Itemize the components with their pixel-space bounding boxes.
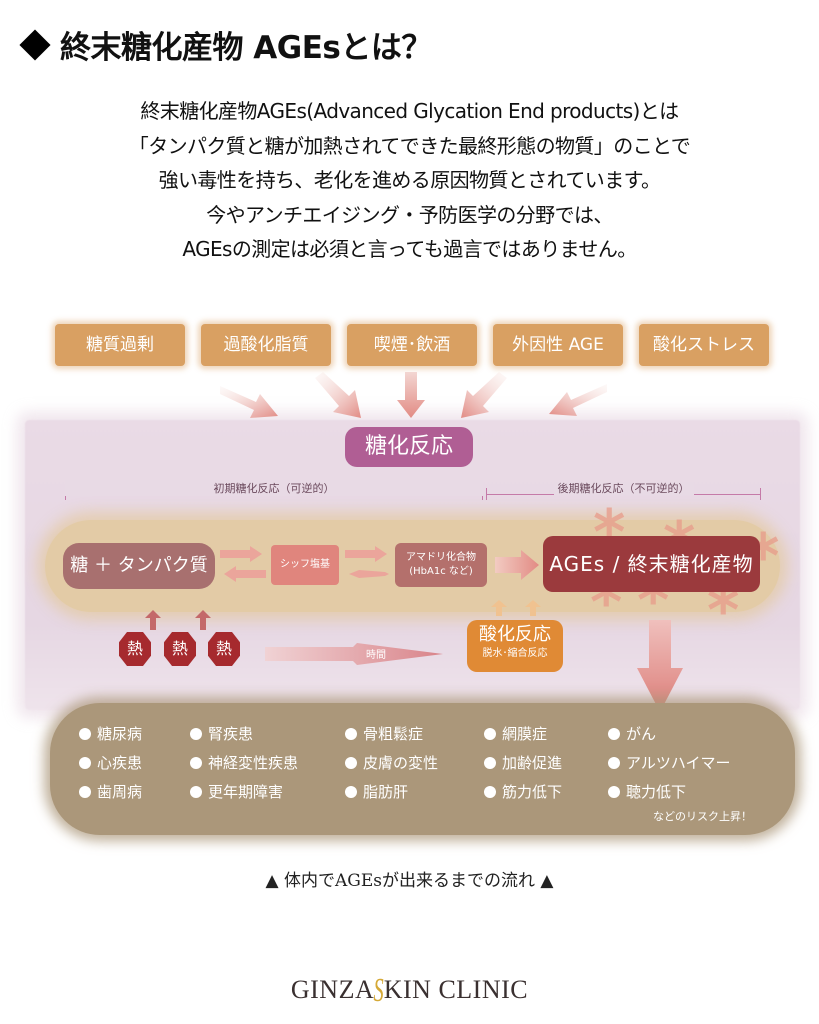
arrow-right-icon (495, 550, 539, 580)
intro-paragraph: 終末糖化産物AGEs(Advanced Glycation End produc… (0, 94, 819, 267)
risk-item: 歯周病 (79, 781, 142, 802)
page-title: 終末糖化産物 AGEsとは？ (20, 22, 432, 67)
risk-note: などのリスク上昇！ (653, 810, 752, 823)
oxidation-subtitle: 脱水･縮合反応 (482, 648, 548, 659)
time-label: 時間 (366, 650, 386, 661)
risk-item: 皮膚の変性 (345, 752, 438, 773)
bullet-icon (79, 727, 91, 740)
oxidation-title: 酸化反応 (479, 624, 551, 645)
diagram-caption: ▲ 体内でAGEsが出来るまでの流れ ▲ (265, 871, 554, 891)
intro-line: 強い毒性を持ち、老化を進める原因物質とされています。 (158, 168, 661, 192)
ages-node: AGEs / 終末糖化産物 (543, 536, 760, 592)
bullet-icon (484, 727, 496, 740)
heat-icon: 熱 (164, 632, 196, 666)
bullet-icon (345, 785, 357, 798)
intro-line: 今やアンチエイジング・予防医学の分野では、 (206, 202, 613, 227)
heat-icon: 熱 (119, 632, 151, 666)
bullet-icon (79, 756, 91, 769)
late-phase-label: 後期糖化反応（不可逆的） (553, 482, 694, 495)
bullet-icon (484, 785, 496, 798)
arrow-icon (549, 384, 607, 416)
risk-item: 神経変性疾患 (190, 752, 298, 773)
time-arrow-icon (265, 643, 443, 665)
arrow-up-icon (491, 600, 541, 616)
bullet-icon (190, 756, 202, 769)
source-sugar-excess: 糖質過剰 (55, 324, 185, 366)
intro-line: 「タンパク質と糖が加熱されてできた最終形態の物質」のことで (128, 133, 691, 158)
risk-item: 骨粗鬆症 (345, 723, 423, 744)
source-factors: 糖質過剰 過酸化脂質 喫煙･飲酒 外因性 AGE 酸化ストレス (55, 324, 775, 368)
risk-item: 聴力低下 (608, 781, 686, 802)
arrow-icon (461, 372, 507, 418)
risk-item: 脂肪肝 (345, 781, 408, 802)
amadori-line2: (HbA1c など) (409, 566, 473, 577)
phase-tick (760, 488, 761, 500)
arrow-up-icon (195, 610, 211, 630)
sugar-protein-node: 糖 ＋ タンパク質 (63, 543, 215, 589)
arrow-down-icon (637, 620, 683, 712)
bullet-icon (345, 727, 357, 740)
risk-item: アルツハイマー (608, 752, 731, 773)
risk-item: 加齢促進 (484, 752, 562, 773)
oxidation-reaction-node: 酸化反応 脱水･縮合反応 (467, 620, 563, 672)
amadori-line1: アマドリ化合物 (406, 552, 476, 563)
reversible-arrow-icon (345, 546, 389, 578)
bullet-icon (608, 756, 620, 769)
risk-item: がん (608, 723, 656, 744)
source-smoking-drinking: 喫煙･飲酒 (347, 324, 477, 366)
risk-item: 更年期障害 (190, 781, 283, 802)
intro-line: AGEsの測定は必須と言っても過言ではありません。 (182, 237, 637, 261)
diamond-icon (20, 30, 50, 60)
arrow-icon (220, 386, 278, 418)
bullet-icon (190, 785, 202, 798)
schiff-base-node: シッフ塩基 (271, 545, 339, 585)
arrow-up-icon (145, 610, 161, 630)
risk-item: 糖尿病 (79, 723, 142, 744)
risk-item: 網膜症 (484, 723, 547, 744)
ages-flow-diagram: 糖質過剰 過酸化脂質 喫煙･飲酒 外因性 AGE 酸化ストレス 糖化反応 初期糖… (25, 310, 800, 855)
bullet-icon (608, 785, 620, 798)
risk-item: 腎疾患 (190, 723, 253, 744)
bullet-icon (608, 727, 620, 740)
logo-s-mark: S (373, 972, 385, 1009)
logo-text-left: GINZA (290, 975, 375, 1004)
risk-item: 心疾患 (79, 752, 142, 773)
bullet-icon (79, 785, 91, 798)
intro-line: 終末糖化産物AGEs(Advanced Glycation End produc… (140, 99, 679, 123)
bullet-icon (345, 756, 357, 769)
arrow-icon (397, 372, 425, 418)
logo-text-right: KIN CLINIC (383, 975, 529, 1004)
heat-icon: 熱 (208, 632, 240, 666)
reversible-arrow-icon (220, 546, 266, 582)
clinic-logo: GINZASKIN CLINIC (0, 972, 819, 1010)
arrow-icon (315, 372, 361, 418)
early-phase-label: 初期糖化反応（可逆的） (209, 482, 339, 495)
risk-area (50, 703, 795, 835)
bullet-icon (484, 756, 496, 769)
source-oxidative-stress: 酸化ストレス (639, 324, 769, 366)
bullet-icon (190, 727, 202, 740)
glycation-reaction-label: 糖化反応 (345, 427, 473, 467)
source-lipid-peroxide: 過酸化脂質 (201, 324, 331, 366)
page-title-text: 終末糖化産物 AGEsとは？ (60, 30, 432, 66)
amadori-compound-node: アマドリ化合物 (HbA1c など) (395, 543, 487, 587)
risk-item: 筋力低下 (484, 781, 562, 802)
source-exogenous-age: 外因性 AGE (493, 324, 623, 366)
